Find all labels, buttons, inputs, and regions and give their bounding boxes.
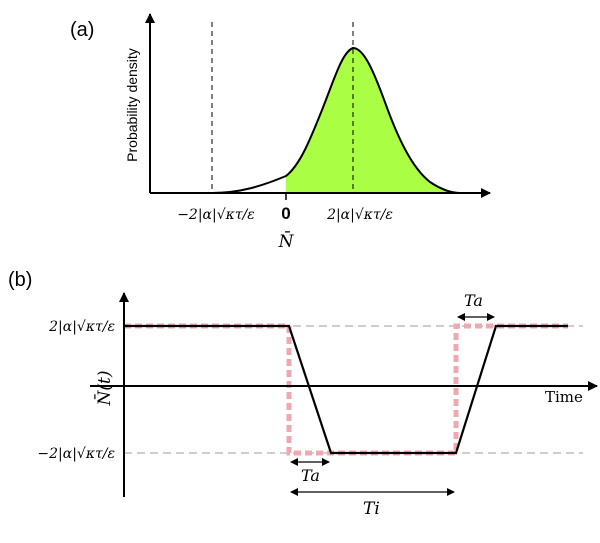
tick-label-negative: −2|α|√κτ/ε xyxy=(177,207,255,223)
interval-ta-bottom-label: Ta xyxy=(301,466,320,485)
panel-a-x-axis-label: N̄ xyxy=(278,230,295,252)
panel-b-x-axis-label: Time xyxy=(545,388,583,406)
dashed-square-wave-trace xyxy=(124,323,568,456)
panel-b: (b) N̄(t) Time 2|α|√κτ/ε −2|α|√κτ/ε Ta T… xyxy=(8,269,598,519)
panel-a-label: (a) xyxy=(70,19,94,41)
panel-a-y-axis-label: Probability density xyxy=(124,48,140,162)
gaussian-fill-area xyxy=(286,48,460,193)
tick-label-high: 2|α|√κτ/ε xyxy=(48,319,115,335)
panel-b-y-axis-label: N̄(t) xyxy=(93,371,115,407)
interval-ta-top-label: Ta xyxy=(464,291,483,310)
panel-a: (a) Probability density −2|α|√κτ/ε 0 2|α… xyxy=(70,13,491,252)
interval-ti-label: Ti xyxy=(363,499,380,519)
panel-b-label: (b) xyxy=(8,269,32,291)
tick-label-low: −2|α|√κτ/ε xyxy=(37,446,115,462)
solid-trace xyxy=(124,324,568,455)
gaussian-curve xyxy=(211,46,461,194)
tick-label-positive: 2|α|√κτ/ε xyxy=(326,207,393,223)
tick-label-zero: 0 xyxy=(281,204,290,223)
